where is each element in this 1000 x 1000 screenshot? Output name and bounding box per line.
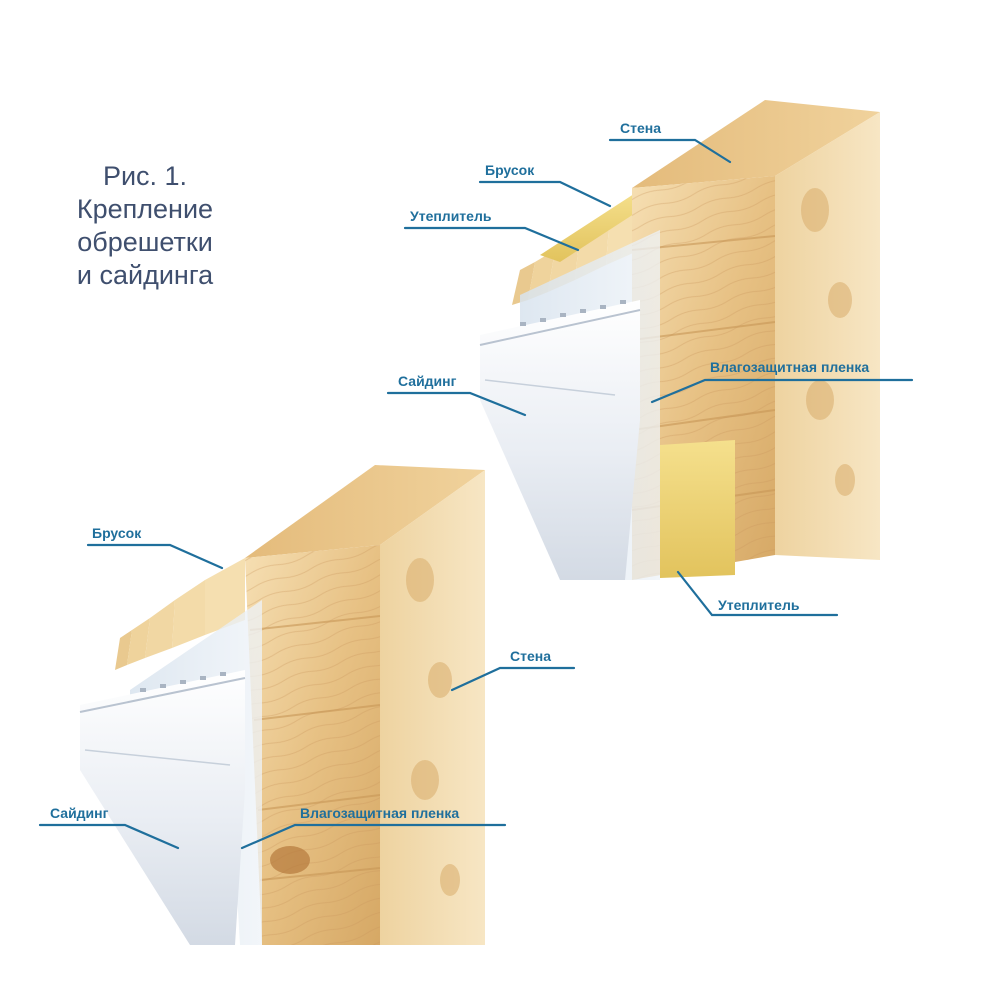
svg-text:Брусок: Брусок: [92, 525, 142, 541]
svg-text:Стена: Стена: [620, 120, 661, 136]
top-insulation-block: [660, 440, 735, 578]
bottom-wall-side-face: [380, 470, 485, 945]
bottom-wood-knot: [270, 846, 310, 874]
svg-text:Влагозащитная пленка: Влагозащитная пленка: [710, 359, 869, 375]
label-top-batten: Брусок: [480, 162, 610, 206]
svg-text:Сайдинг: Сайдинг: [50, 805, 109, 821]
top-wall-side-face: [775, 112, 880, 560]
svg-text:Утеплитель: Утеплитель: [718, 597, 800, 613]
label-top-insulation: Утеплитель: [405, 208, 578, 250]
svg-text:Стена: Стена: [510, 648, 551, 664]
label-bottom-batten: Брусок: [88, 525, 222, 568]
label-top-insulation-bottom: Утеплитель: [678, 572, 837, 615]
svg-text:Влагозащитная пленка: Влагозащитная пленка: [300, 805, 459, 821]
svg-text:Сайдинг: Сайдинг: [398, 373, 457, 389]
svg-text:Утеплитель: Утеплитель: [410, 208, 492, 224]
top-siding-panel: [480, 300, 640, 580]
top-assembly: [480, 100, 880, 580]
svg-text:Брусок: Брусок: [485, 162, 535, 178]
